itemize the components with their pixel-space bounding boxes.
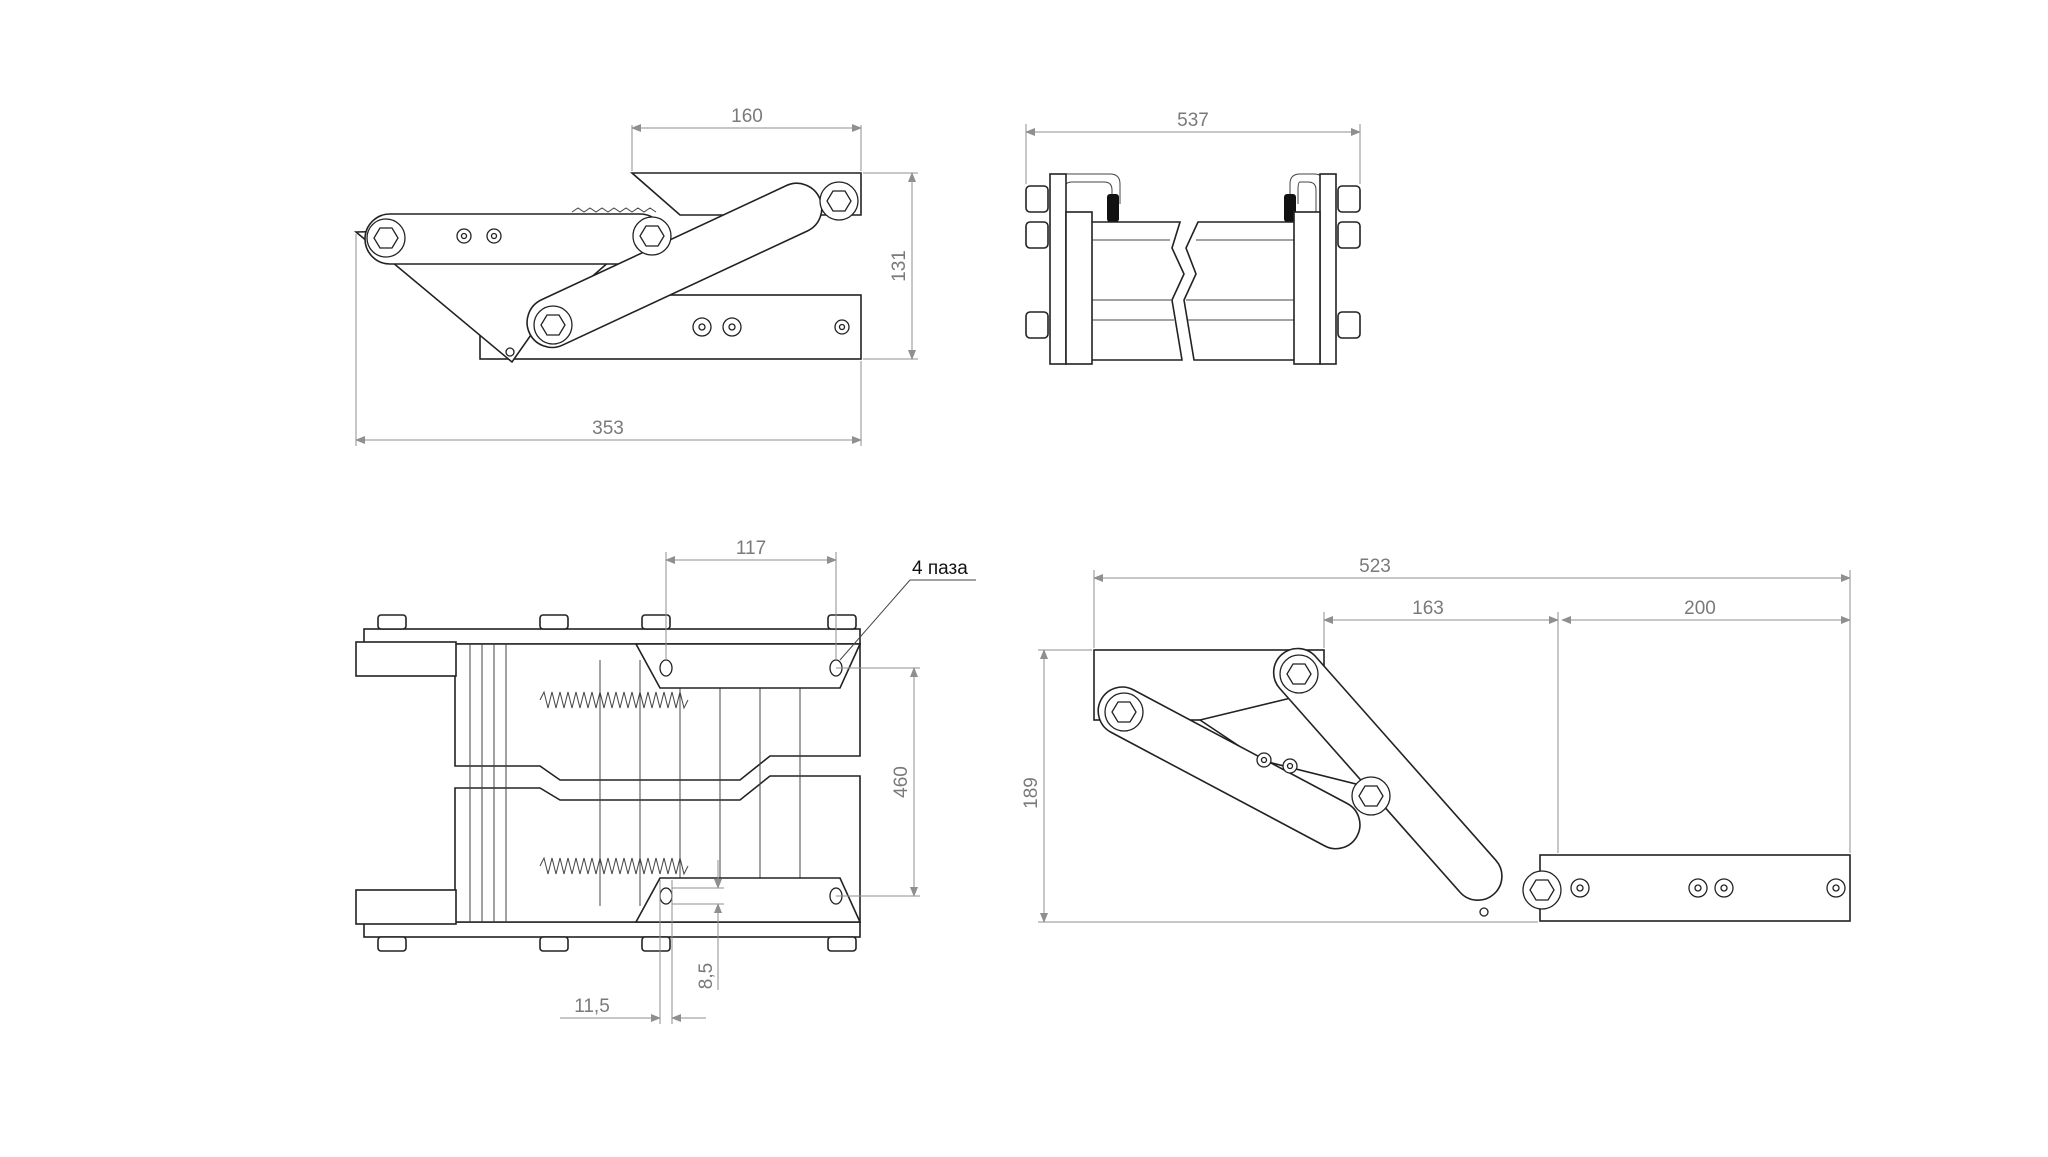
bolt	[533, 305, 573, 345]
mount-hole	[1570, 878, 1590, 898]
right-side-plate	[1319, 173, 1337, 365]
bolt	[1351, 776, 1391, 816]
bolt-stack	[1025, 185, 1361, 339]
slot	[659, 659, 673, 677]
front-view: 537	[1025, 110, 1361, 365]
mount-hole	[1256, 752, 1272, 768]
side-folded-view: 160 131 353	[353, 106, 918, 446]
mount-hole	[505, 347, 515, 357]
bolt	[632, 216, 672, 256]
dim-slot-spacing: 117	[736, 538, 766, 559]
slot-callout: 4 паза	[912, 558, 968, 579]
bolt	[1104, 692, 1144, 732]
profile-lines	[469, 644, 801, 922]
left-side-plate	[1049, 173, 1067, 365]
dim-height: 131	[889, 250, 910, 282]
bolt	[1279, 654, 1319, 694]
bolt-row	[377, 614, 857, 952]
slot	[659, 887, 673, 905]
mount-hole	[456, 228, 472, 244]
dim-offset-x: 11,5	[574, 996, 610, 1017]
mount-hole	[1479, 907, 1489, 917]
mount-hole	[1714, 878, 1734, 898]
teeth-strip	[571, 207, 657, 213]
spring	[539, 690, 689, 710]
dim-width-top: 160	[731, 106, 763, 127]
mount-hole	[1826, 878, 1846, 898]
dim-front-width: 537	[1177, 110, 1209, 131]
top-slot-bracket	[634, 643, 862, 689]
mount-hole	[486, 228, 502, 244]
bolt	[1522, 870, 1562, 910]
dim-length: 353	[592, 418, 624, 439]
mount-hole	[1282, 758, 1298, 774]
handle-grip	[1284, 194, 1296, 222]
spring	[539, 856, 689, 876]
side-open-view: 523 163 200 189	[1021, 556, 1851, 923]
mount-hole	[692, 317, 712, 337]
right-cheek	[1293, 211, 1321, 365]
dim-offset-y: 8,5	[696, 963, 717, 989]
handle-grip	[1107, 194, 1119, 222]
mount-hole	[834, 319, 850, 335]
mount-hole	[1688, 878, 1708, 898]
top-view: 117 460 4 паза 11,5 8,5	[355, 538, 976, 1024]
bolt	[366, 218, 406, 258]
left-cheek	[1065, 211, 1093, 365]
dim-total: 523	[1359, 556, 1391, 577]
dim-open-height: 189	[1021, 777, 1042, 809]
bolt	[819, 181, 859, 221]
left-mount-top	[355, 641, 457, 677]
upper-arm	[364, 213, 666, 265]
dim-middle: 163	[1412, 598, 1444, 619]
dim-top-height: 460	[891, 766, 912, 798]
mount-hole	[722, 317, 742, 337]
lower-link	[1097, 686, 1361, 850]
dim-step: 200	[1684, 598, 1716, 619]
left-mount-bottom	[355, 889, 457, 925]
bottom-slot-bracket	[634, 877, 862, 923]
